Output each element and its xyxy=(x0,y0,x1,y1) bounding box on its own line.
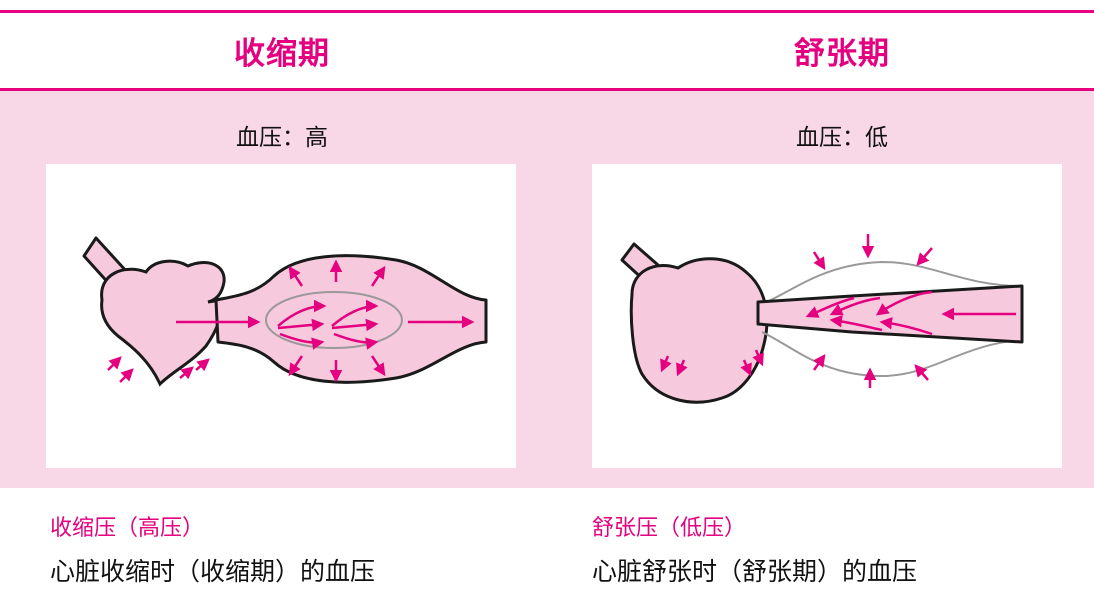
flow-arrow xyxy=(277,299,327,327)
flow-arrow xyxy=(333,332,379,350)
contraction-arrow xyxy=(195,358,210,372)
top-border-line xyxy=(0,10,1094,13)
systole-inner-vessel-outline xyxy=(265,291,403,349)
systole-heart xyxy=(100,259,226,387)
diastolic-pressure-caption-title: 舒张压（低压） xyxy=(592,516,747,541)
systole-heading: 收缩期 xyxy=(234,36,330,72)
flow-arrow xyxy=(331,299,379,327)
diastole-artery-outline xyxy=(761,260,1023,378)
filling-arrow xyxy=(752,349,764,367)
flow-arrow xyxy=(331,318,379,332)
recoil-arrow xyxy=(812,251,826,271)
flow-arrow xyxy=(805,296,855,318)
contraction-arrow xyxy=(107,356,122,371)
pressure-arrow xyxy=(370,265,386,287)
contraction-arrow xyxy=(119,368,134,383)
diastole-heart xyxy=(629,257,769,404)
recoil-arrow xyxy=(914,364,929,381)
contraction-arrow xyxy=(179,366,194,380)
diastole-illustration-panel xyxy=(592,164,1062,468)
recoil-arrow xyxy=(812,353,826,371)
flow-arrow xyxy=(277,318,325,332)
systole-heart-artery-diagram xyxy=(82,236,488,387)
systole-artery-expanded xyxy=(214,254,488,384)
systolic-pressure-caption-text: 心脏收缩时（收缩期）的血压 xyxy=(50,557,376,586)
pressure-arrow xyxy=(370,355,386,377)
band-border-line xyxy=(0,88,1094,91)
flow-arrow xyxy=(829,296,881,316)
diastole-artery-narrow xyxy=(756,284,1024,344)
recoil-arrow xyxy=(916,247,933,266)
filling-arrow xyxy=(660,355,672,373)
flow-arrow xyxy=(879,317,933,336)
flow-arrow xyxy=(279,332,325,350)
systole-illustration-panel xyxy=(46,164,516,468)
filling-arrow xyxy=(676,359,688,377)
diastole-heart-artery-diagram xyxy=(620,234,1024,404)
systolic-pressure-caption-title: 收缩压（高压） xyxy=(50,516,205,541)
flow-arrow xyxy=(875,290,933,316)
diastolic-pressure-caption-text: 心脏舒张时（舒张期）的血压 xyxy=(592,557,918,586)
flow-arrow xyxy=(829,315,883,332)
pressure-arrow xyxy=(288,355,304,377)
systole-pressure-label: 血压：高 xyxy=(236,125,328,151)
diastole-heading: 舒张期 xyxy=(794,36,890,72)
pressure-arrow xyxy=(288,265,304,287)
filling-arrow xyxy=(740,359,752,377)
diastole-pressure-label: 血压：低 xyxy=(796,125,888,151)
